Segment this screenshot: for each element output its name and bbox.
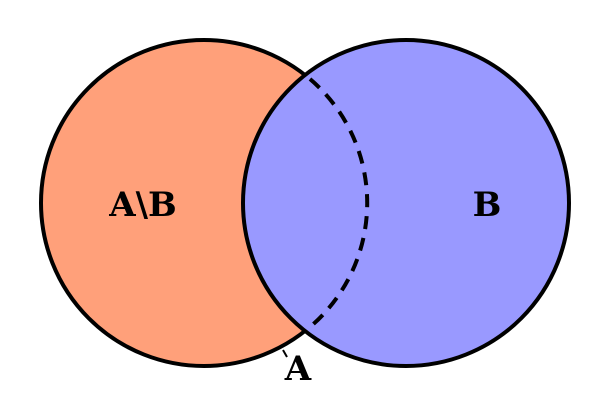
difference-label: A\B xyxy=(108,185,177,225)
set-a-label: A xyxy=(284,349,312,389)
set-a-label-pointer xyxy=(282,349,288,358)
set-b-label: B xyxy=(473,185,502,225)
set-b-circle xyxy=(241,38,571,368)
set-a-hidden-boundary xyxy=(308,77,370,329)
